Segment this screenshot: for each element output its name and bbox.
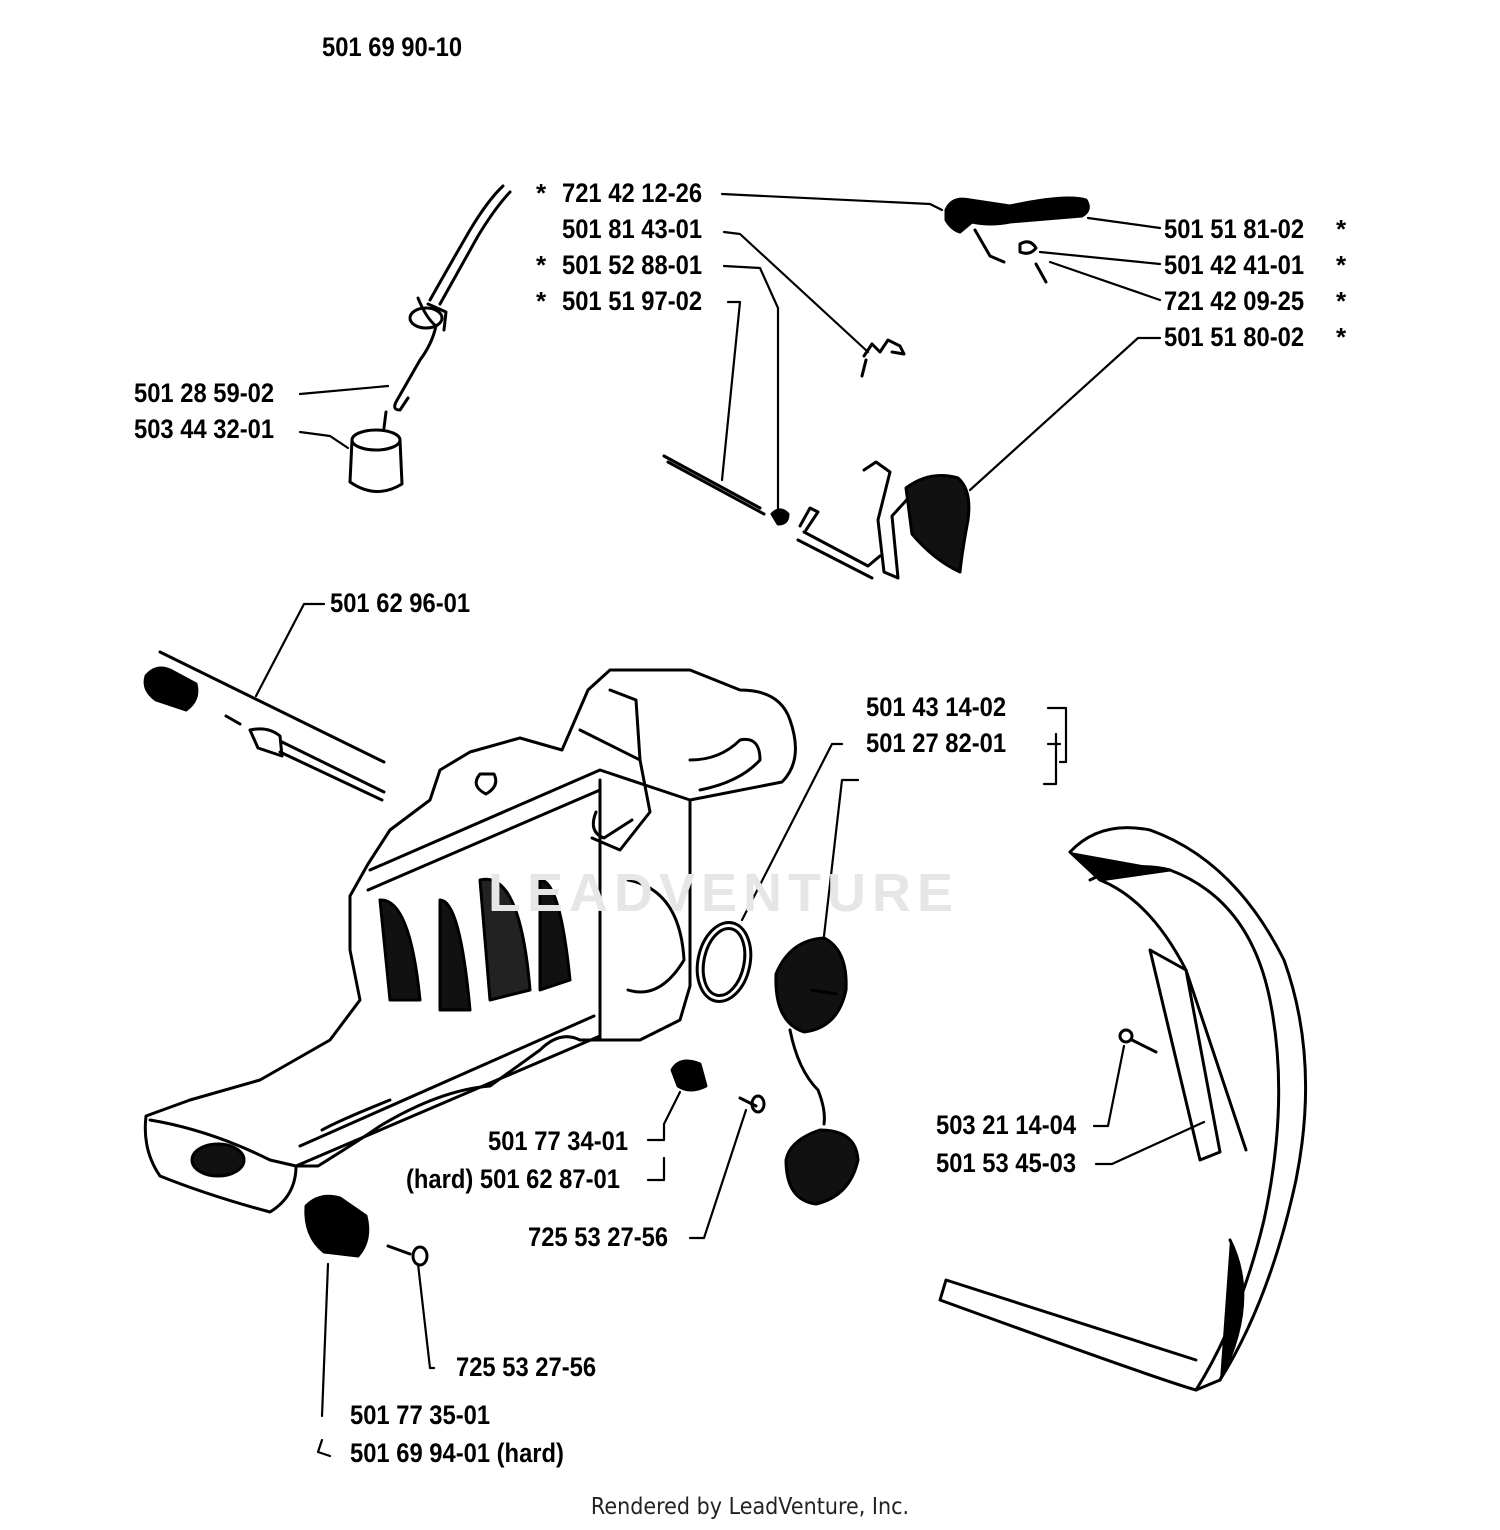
- fuel-hose-drawing: [393, 184, 512, 412]
- asterisk-501518002: *: [1336, 322, 1347, 352]
- label-501285902[interactable]: 501 28 59-02: [134, 378, 275, 408]
- label-501278201[interactable]: 501 27 82-01: [866, 728, 1007, 758]
- crankcase-drawing: [143, 668, 797, 1214]
- leader-lines: [254, 192, 1206, 1458]
- label-725532756-top[interactable]: 725 53 27-56: [528, 1222, 669, 1252]
- footer-credit: Rendered by LeadVenture, Inc.: [590, 1494, 910, 1520]
- label-501629601[interactable]: 501 62 96-01: [330, 588, 471, 618]
- watermark-text: LEADVENTURE: [488, 863, 960, 923]
- o-ring-drawing: [695, 921, 753, 1003]
- label-501773501[interactable]: 501 77 35-01: [350, 1400, 491, 1430]
- asterisk-501528801: *: [536, 250, 547, 280]
- throttle-rod-drawing: [662, 454, 790, 526]
- label-501699401[interactable]: 501 69 94-01 (hard): [350, 1438, 564, 1468]
- label-725532756-bottom[interactable]: 725 53 27-56: [456, 1352, 597, 1382]
- label-501628701[interactable]: (hard) 501 62 87-01: [406, 1164, 620, 1194]
- label-501814301[interactable]: 501 81 43-01: [562, 214, 703, 244]
- label-501519702[interactable]: 501 51 97-02: [562, 286, 703, 316]
- throttle-lock-drawing: [944, 196, 1090, 284]
- label-501424101[interactable]: 501 42 41-01: [1164, 250, 1305, 280]
- label-501431402[interactable]: 501 43 14-02: [866, 692, 1007, 722]
- asterisk-501519702: *: [536, 286, 547, 316]
- label-501518102[interactable]: 501 51 81-02: [1164, 214, 1305, 244]
- label-501518002[interactable]: 501 51 80-02: [1164, 322, 1305, 352]
- label-501528801[interactable]: 501 52 88-01: [562, 250, 703, 280]
- assembly-number: 501 69 90-10: [322, 32, 463, 62]
- label-503211404[interactable]: 503 21 14-04: [936, 1110, 1077, 1140]
- fuel-filter-drawing: [348, 410, 404, 493]
- asterisk-501518102: *: [1336, 214, 1347, 244]
- vibration-damper-top-drawing: [670, 1059, 766, 1114]
- throttle-spring-drawing: [860, 338, 906, 378]
- label-721420925[interactable]: 721 42 09-25: [1164, 286, 1305, 316]
- throttle-trigger-drawing: [796, 460, 971, 580]
- label-501773401[interactable]: 501 77 34-01: [488, 1126, 629, 1156]
- label-501534503[interactable]: 501 53 45-03: [936, 1148, 1077, 1178]
- label-503443201[interactable]: 503 44 32-01: [134, 414, 275, 444]
- fuel-cap-drawing: [774, 936, 860, 1206]
- vibration-damper-bottom-drawing: [304, 1194, 429, 1267]
- asterisk-721420925: *: [1336, 286, 1347, 316]
- front-handle-drawing: [938, 826, 1308, 1392]
- asterisk-721421226: *: [536, 178, 547, 208]
- asterisk-501424101: *: [1336, 250, 1347, 280]
- handle-tube-drawing: [143, 650, 386, 802]
- label-721421226[interactable]: 721 42 12-26: [562, 178, 703, 208]
